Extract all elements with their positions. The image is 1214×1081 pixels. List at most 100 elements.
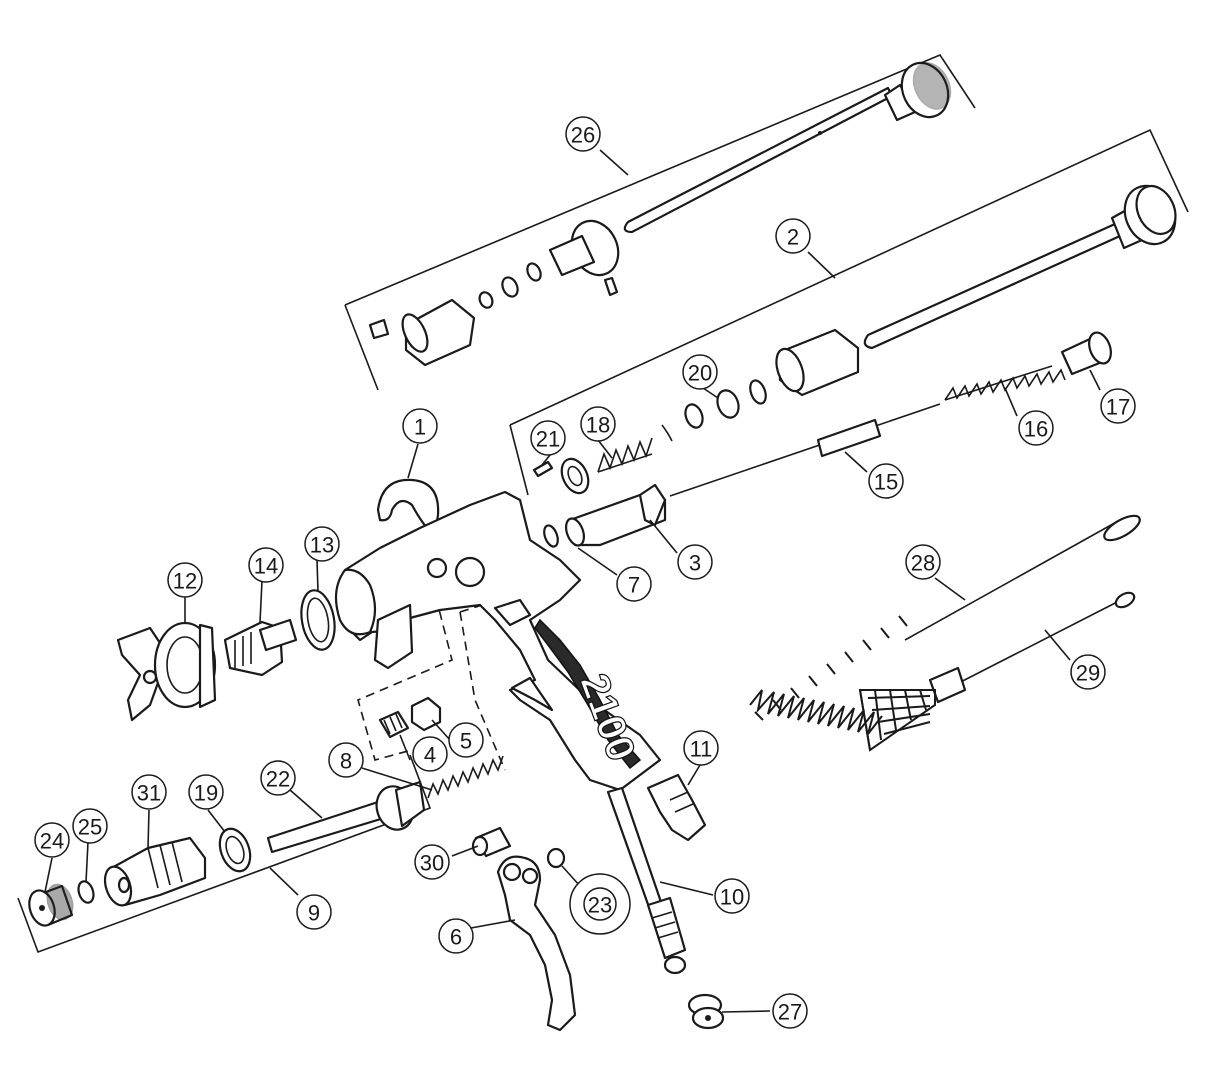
part-26-needle-assembly <box>368 61 952 367</box>
callout-22: 22 <box>260 760 296 796</box>
callout-17: 17 <box>1100 388 1136 424</box>
leader-lines <box>44 149 1101 1013</box>
callout-circle-14 <box>248 547 284 583</box>
callout-circle-6 <box>438 918 474 954</box>
callout-circle-24 <box>34 822 70 858</box>
callout-label-12: 12 <box>173 569 197 594</box>
callout-23: 23 <box>569 873 631 935</box>
callout-30: 30 <box>414 844 450 880</box>
callout-label-21: 21 <box>536 427 560 452</box>
callout-label-27: 27 <box>778 1000 802 1025</box>
callout-8: 8 <box>328 742 364 778</box>
callout-label-3: 3 <box>689 551 701 576</box>
callout-circle-2 <box>775 218 811 254</box>
part-18-spring <box>597 437 653 473</box>
callout-label-19: 19 <box>194 781 218 806</box>
callout-label-8: 8 <box>340 749 352 774</box>
callout-label-30: 30 <box>420 851 444 876</box>
part-ring-washer <box>560 457 590 495</box>
bracket-group-2 <box>509 128 1189 496</box>
callout-label-22: 22 <box>266 767 290 792</box>
part-31-valve-body <box>103 836 207 907</box>
callout-circle-29 <box>1070 654 1106 690</box>
callout-15: 15 <box>868 463 904 499</box>
callout-circle-15 <box>868 463 904 499</box>
callout-21: 21 <box>530 420 566 456</box>
bracket-group-26 <box>344 54 976 391</box>
callout-circle-27 <box>772 993 808 1029</box>
part-29-fan-brush <box>858 591 1136 752</box>
callout-circle-10 <box>714 878 750 914</box>
callout-label-10: 10 <box>720 885 744 910</box>
part-3-fluid-fitting <box>564 483 667 547</box>
callout-circle-18 <box>580 406 616 442</box>
callout-12: 12 <box>167 562 203 598</box>
callout-16: 16 <box>1018 410 1054 446</box>
callout-circle-31 <box>131 774 167 810</box>
part-7-seal <box>543 524 559 548</box>
callout-label-15: 15 <box>874 470 898 495</box>
part-16-spring <box>944 365 1066 401</box>
part-14-nozzle <box>223 618 298 677</box>
part-15-fluid-needle <box>669 403 941 497</box>
part-25-washer <box>77 880 95 904</box>
callout-circle-26 <box>565 116 601 152</box>
callout-label-16: 16 <box>1024 417 1048 442</box>
part-1-gun-body: 2100 <box>334 478 662 792</box>
callout-label-14: 14 <box>254 554 278 579</box>
callout-circle-11 <box>683 730 719 766</box>
part-13-baffle-ring <box>300 589 336 651</box>
callout-5: 5 <box>448 722 484 758</box>
callout-10: 10 <box>714 878 750 914</box>
callout-label-31: 31 <box>137 781 161 806</box>
callout-circle-9 <box>296 894 332 930</box>
callout-13: 13 <box>304 526 340 562</box>
callout-circle-4 <box>412 736 448 772</box>
callout-2: 2 <box>775 218 811 254</box>
callout-28: 28 <box>905 544 941 580</box>
callout-circle-19 <box>188 774 224 810</box>
callout-circle-1 <box>402 408 438 444</box>
callout-29: 29 <box>1070 654 1106 690</box>
callout-3: 3 <box>677 544 713 580</box>
callout-circle-17 <box>1100 388 1136 424</box>
callout-circle-21 <box>530 420 566 456</box>
callout-label-7: 7 <box>628 573 640 598</box>
callout-circle-12 <box>167 562 203 598</box>
part-6-trigger <box>496 855 577 1032</box>
callout-bubbles: 1234567891011121314151617181920212223242… <box>34 116 1136 1029</box>
callout-4: 4 <box>412 736 448 772</box>
part-22-valve-stem <box>266 780 426 854</box>
callout-label-20: 20 <box>688 361 712 386</box>
part-21-pin <box>532 460 554 478</box>
part-24-knob <box>28 883 74 927</box>
callout-circle-13 <box>304 526 340 562</box>
callout-circle-23 <box>569 873 631 935</box>
callout-label-28: 28 <box>911 551 935 576</box>
callout-label-17: 17 <box>1106 395 1130 420</box>
part-17-cap <box>1060 331 1112 376</box>
part-12-air-cap <box>116 621 217 722</box>
part-11-air-fitting <box>646 773 707 842</box>
callout-circle-25 <box>72 808 108 844</box>
callout-label-1: 1 <box>414 415 426 440</box>
callout-label-25: 25 <box>78 815 102 840</box>
part-packing-nut <box>661 328 860 442</box>
callout-label-6: 6 <box>450 925 462 950</box>
callout-27: 27 <box>772 993 808 1029</box>
callout-label-13: 13 <box>310 533 334 558</box>
callout-6: 6 <box>438 918 474 954</box>
callout-label-4: 4 <box>424 743 436 768</box>
part-27-cap <box>687 993 725 1030</box>
callout-14: 14 <box>248 547 284 583</box>
callout-label-23: 23 <box>588 893 612 918</box>
callout-label-5: 5 <box>460 729 472 754</box>
callout-11: 11 <box>683 730 719 766</box>
callout-1: 1 <box>402 408 438 444</box>
callout-circle-8 <box>328 742 364 778</box>
callout-20: 20 <box>682 354 718 390</box>
callout-26: 26 <box>565 116 601 152</box>
callout-19: 19 <box>188 774 224 810</box>
part-28-cleaning-brush <box>749 514 1141 735</box>
